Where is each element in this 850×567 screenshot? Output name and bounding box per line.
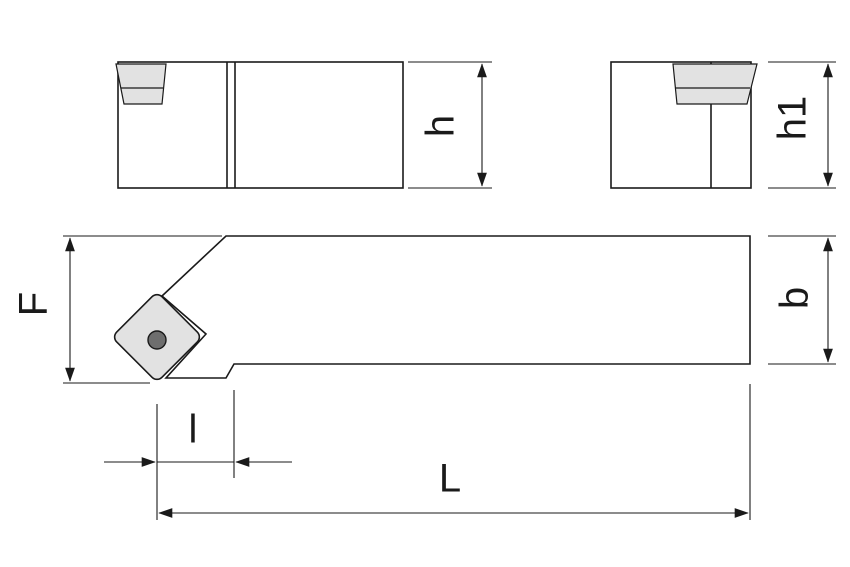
label-l: l [189,408,198,452]
label-h: h [419,115,463,137]
label-F: F [12,292,56,316]
front-view [115,61,404,189]
insert-screw-hole [147,330,167,350]
label-h1: h1 [771,96,815,141]
side-view-insert [672,63,758,105]
shank-outline [160,235,751,379]
front-view-insert [115,63,167,105]
label-b: b [773,287,817,309]
label-L: L [439,457,461,501]
side-view [610,61,758,189]
front-view-body [117,61,404,189]
dimension-labels: h h1 F b l L [12,96,817,501]
dimensions [63,61,836,520]
top-view [113,235,751,381]
